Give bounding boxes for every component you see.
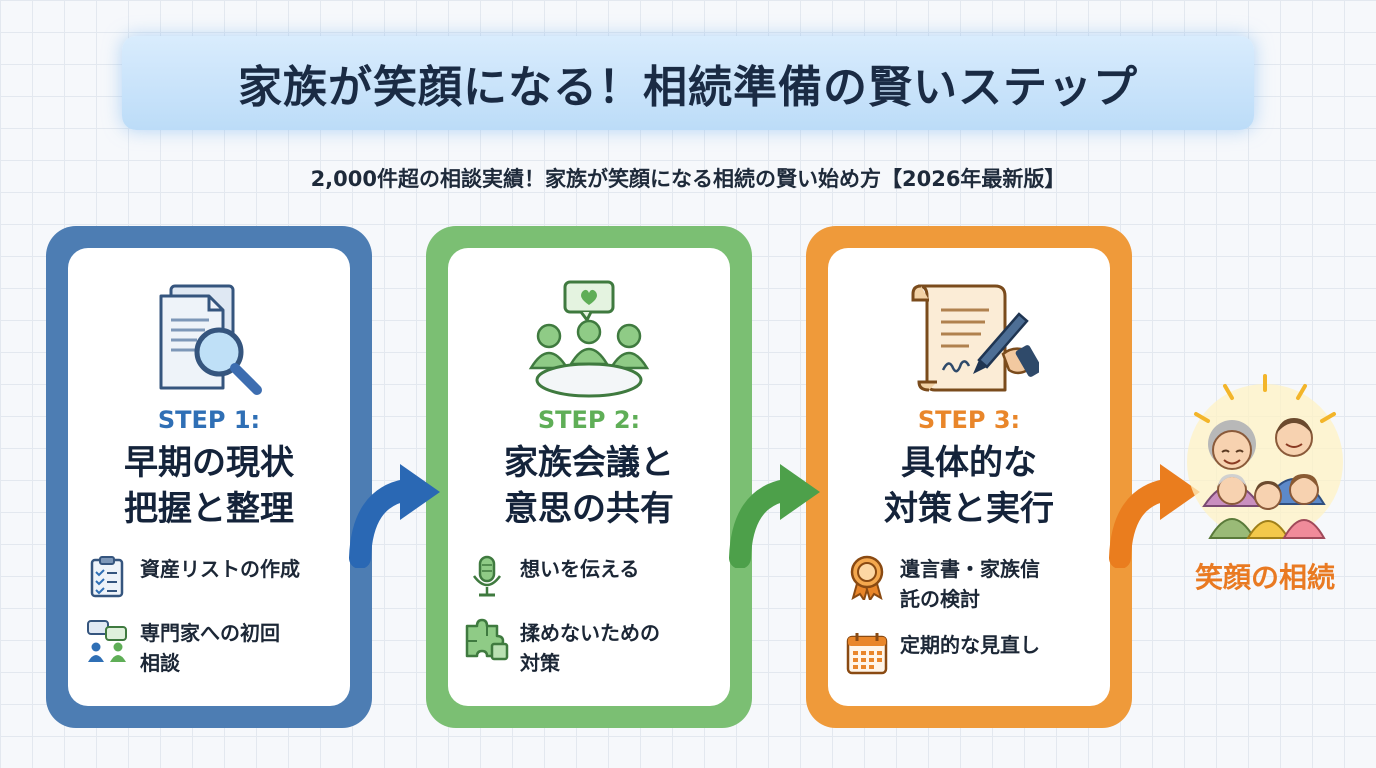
step-3-title-line: 対策と実行 <box>884 489 1054 529</box>
step-3-card-body: STEP 3: 具体的な 対策と実行 遺言書・家族信 託の検討 <box>828 248 1110 706</box>
step-2-item-2: 揉めないための 対策 <box>464 618 660 678</box>
step-3-title: 具体的な 対策と実行 <box>828 440 1110 532</box>
result-label: 笑顔の相続 <box>1194 561 1335 594</box>
step-3-card: STEP 3: 具体的な 対策と実行 遺言書・家族信 託の検討 <box>806 226 1132 728</box>
will-signing-icon <box>911 284 1039 392</box>
step-1-item-1-text: 資産リストの作成 <box>140 554 300 584</box>
step-3-item-1: 遺言書・家族信 託の検討 <box>844 554 1040 614</box>
step-3-item-1-text: 遺言書・家族信 託の検討 <box>900 554 1040 614</box>
step-2-item-2-line: 対策 <box>520 651 560 675</box>
title-banner: 家族が笑顔になる！相続準備の賢いステップ <box>122 36 1254 130</box>
page-subtitle: 2,000件超の相談実績！家族が笑顔になる相続の賢い始め方【2026年最新版】 <box>310 167 1066 191</box>
step-1-label: STEP 1: <box>157 406 261 434</box>
step-2-title-line: 意思の共有 <box>504 489 674 529</box>
step-2-card: STEP 2: 家族会議と 意思の共有 想いを伝える <box>426 226 752 728</box>
step-2-card-body: STEP 2: 家族会議と 意思の共有 想いを伝える <box>448 248 730 706</box>
document-magnifier-icon <box>159 284 262 395</box>
step-2-title: 家族会議と 意思の共有 <box>448 440 730 532</box>
step-1-item-2-text: 専門家への初回 相談 <box>140 618 280 678</box>
microphone-icon <box>472 555 502 597</box>
calendar-icon <box>846 633 888 675</box>
step-2-item-2-line: 揉めないための <box>520 621 660 645</box>
step-2-title-line: 家族会議と <box>504 443 674 483</box>
step-1-item-2-line: 相談 <box>140 651 180 675</box>
step-1-item-2: 専門家への初回 相談 <box>84 618 280 678</box>
puzzle-icon <box>465 618 509 661</box>
arrow-step2-to-step3-icon <box>729 464 820 568</box>
step-1-item-1: 資産リストの作成 <box>84 554 300 600</box>
step-2-item-1: 想いを伝える <box>464 554 639 600</box>
step-3-title-line: 具体的な <box>901 443 1037 483</box>
step-2-label: STEP 2: <box>537 406 641 434</box>
family-meeting-icon <box>528 280 650 398</box>
arrow-step3-to-result-icon <box>1109 464 1200 568</box>
step-1-item-1-line: 資産リストの作成 <box>140 557 300 581</box>
step-2-item-2-text: 揉めないための 対策 <box>520 618 660 678</box>
step-2-item-1-line: 想いを伝える <box>520 557 640 581</box>
step-3-label: STEP 3: <box>917 406 1021 434</box>
smiling-family-icon <box>1187 374 1343 540</box>
step-3-item-1-line: 遺言書・家族信 <box>900 557 1040 581</box>
page-title: 家族が笑顔になる！相続準備の賢いステップ <box>238 62 1138 113</box>
step-3-item-1-line: 託の検討 <box>900 587 980 611</box>
step-1-item-2-line: 専門家への初回 <box>140 621 280 645</box>
consultation-people-icon <box>87 620 127 662</box>
step-2-item-1-text: 想いを伝える <box>520 554 639 584</box>
step-1-title-line: 把握と整理 <box>124 489 294 529</box>
step-3-item-2: 定期的な見直し <box>844 630 1040 676</box>
award-ribbon-icon <box>850 555 884 600</box>
step-3-item-2-line: 定期的な見直し <box>900 633 1040 657</box>
step-3-item-2-text: 定期的な見直し <box>900 630 1040 660</box>
step-1-card-body: STEP 1: 早期の現状 把握と整理 資産リストの作成 <box>68 248 350 706</box>
step-1-card: STEP 1: 早期の現状 把握と整理 資産リストの作成 <box>46 226 372 728</box>
arrow-step1-to-step2-icon <box>349 464 440 568</box>
step-1-title: 早期の現状 把握と整理 <box>68 440 350 532</box>
step-1-title-line: 早期の現状 <box>124 443 294 483</box>
clipboard-checklist-icon <box>90 556 124 598</box>
